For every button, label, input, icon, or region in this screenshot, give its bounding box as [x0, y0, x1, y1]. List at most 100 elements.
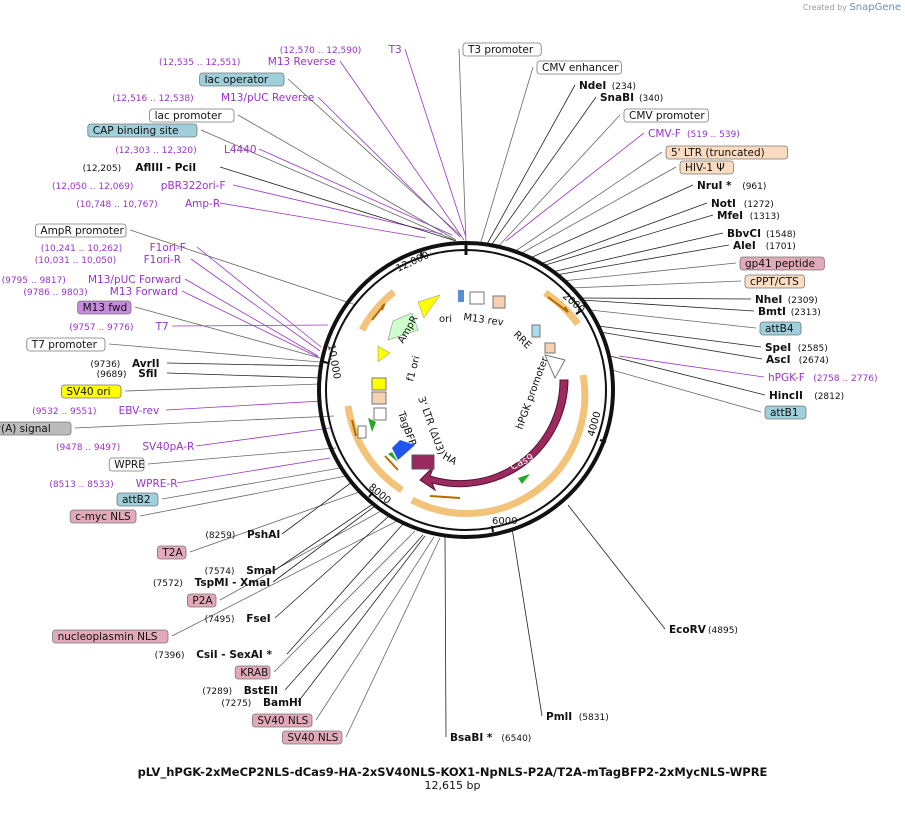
label-ndei-2: NdeI(234) — [579, 80, 636, 92]
label-bsteii-29: BstEII(7289) — [202, 685, 278, 697]
label-text: M13 Reverse — [268, 56, 336, 68]
tagbfp-arrow — [392, 440, 415, 460]
label-box — [116, 492, 159, 507]
label-position: (2309) — [788, 296, 818, 306]
leader-2 — [485, 84, 576, 247]
label-box — [739, 256, 825, 271]
label-position: (1313) — [750, 212, 780, 222]
label-text: WPRE — [114, 459, 145, 471]
label-text: SV40 ori — [66, 386, 110, 398]
label-text: NheI — [755, 294, 782, 306]
label-position: (9795 .. 9817) — [2, 276, 66, 286]
label-position: (12,050 .. 12,069) — [52, 182, 133, 192]
label-box — [462, 42, 542, 57]
label-position: (9786 .. 9803) — [23, 288, 87, 298]
label-sv40-nls-27: SV40 NLS — [251, 713, 313, 728]
label-t7-promoter-49: T7 promoter — [26, 337, 106, 352]
label-leaders — [74, 48, 766, 738]
label-position: (12,205) — [83, 164, 122, 174]
m13rev-block — [458, 290, 464, 302]
label-text: SV40pA-R — [142, 441, 194, 453]
label-nhei-15: NheI (2309) — [755, 294, 818, 306]
label-text: CMV enhancer — [542, 62, 619, 74]
label-cap-binding-site-61: CAP binding site — [87, 123, 198, 138]
nls-blocks — [411, 454, 435, 470]
label-text: AmpR promoter — [40, 225, 124, 237]
label-text: M13 fwd — [83, 302, 128, 314]
label-text: BstEII — [244, 685, 278, 697]
label-position: (12,570 .. 12,590) — [280, 46, 361, 56]
leader-51 — [134, 306, 321, 359]
label-text: attB2 — [122, 494, 151, 506]
label-box — [234, 665, 271, 680]
label-text: AvrII — [132, 358, 160, 370]
label-text: BamHI — [263, 697, 302, 709]
leader-11 — [551, 232, 724, 273]
label-text: NdeI — [579, 80, 606, 92]
label-position: (9757 .. 9776) — [69, 323, 133, 333]
label-text: F1ori-F — [150, 242, 186, 254]
leader-56 — [129, 229, 357, 306]
label-f1ori-r-54: F1ori-R(10,031 .. 10,050) — [35, 254, 181, 266]
leader-42 — [147, 447, 337, 465]
label-cmv-enhancer-1: CMV enhancer — [536, 60, 622, 75]
inner-label-f1ori: f1 ori — [405, 355, 422, 383]
inner-mini-arrows — [368, 418, 530, 484]
leader-49 — [108, 343, 321, 363]
label-text: SpeI — [765, 342, 791, 354]
leader-40 — [161, 467, 341, 500]
leader-3 — [489, 96, 597, 248]
label-box — [69, 509, 137, 524]
leader-25 — [444, 535, 447, 738]
label-text: CMV promoter — [629, 110, 705, 122]
label-nrui-8: NruI *(961) — [697, 180, 766, 192]
wpre-block — [373, 407, 387, 421]
leader-10 — [541, 214, 714, 267]
leader-19 — [599, 331, 763, 360]
brand-name: SnapGene — [849, 2, 901, 13]
label-position: (2758 .. 2776) — [813, 374, 877, 384]
plasmid-size: 12,615 bp — [424, 779, 481, 792]
leader-64 — [287, 78, 462, 237]
label-position: (9689) — [97, 370, 127, 380]
label-sv40pa-r-43: SV40pA-R(9478 .. 9497) — [56, 441, 194, 453]
leader-26 — [345, 537, 441, 738]
label-text: CMV-F — [648, 128, 681, 140]
leader-17 — [589, 309, 757, 329]
leader-33 — [274, 515, 390, 619]
label-text: EBV-rev — [119, 405, 160, 417]
label-text: AscI — [766, 354, 791, 366]
leader-39 — [139, 475, 347, 517]
ori-arrow — [417, 294, 441, 319]
label-text: EcoRV — [669, 624, 707, 636]
label-text: TspMI - XmaI — [195, 577, 271, 589]
leader-15 — [579, 297, 752, 300]
label-asci-19: AscI (2674) — [766, 354, 829, 366]
label-text: attB1 — [770, 407, 799, 419]
label-position: (9532 .. 9551) — [32, 407, 96, 417]
label-position: (2674) — [799, 356, 829, 366]
inner-label-3ltr: 3' LTR (ΔU3) — [415, 395, 446, 456]
label-box — [0, 421, 72, 436]
label-position: (1272) — [744, 200, 774, 210]
leader-60 — [258, 148, 453, 236]
label-5-ltr-truncated-6: 5' LTR (truncated) — [665, 145, 788, 160]
inner-label-cas9: Cas9 — [509, 452, 536, 472]
label-t3-66: T3(12,570 .. 12,590) — [280, 44, 402, 56]
label-krab-30: KRAB — [234, 665, 271, 680]
label-box — [61, 384, 122, 399]
label-box — [764, 405, 807, 420]
label-noti-9: NotI(1272) — [711, 198, 774, 210]
label-text: KRAB — [240, 667, 268, 679]
label-position: (9736) — [90, 360, 120, 370]
label-text: BbvCI — [727, 228, 761, 240]
leader-43 — [195, 427, 331, 447]
plasmid-map: 2000 4000 6000 8000 10,000 12,000 — [0, 42, 877, 745]
label-cppt-cts-14: cPPT/CTS — [744, 274, 805, 289]
leader-66 — [404, 48, 467, 238]
label-box — [623, 108, 709, 123]
label-text: nucleoplasmin NLS — [58, 631, 158, 643]
label-box — [759, 321, 802, 336]
leader-21 — [609, 355, 766, 396]
leader-29 — [284, 534, 424, 691]
